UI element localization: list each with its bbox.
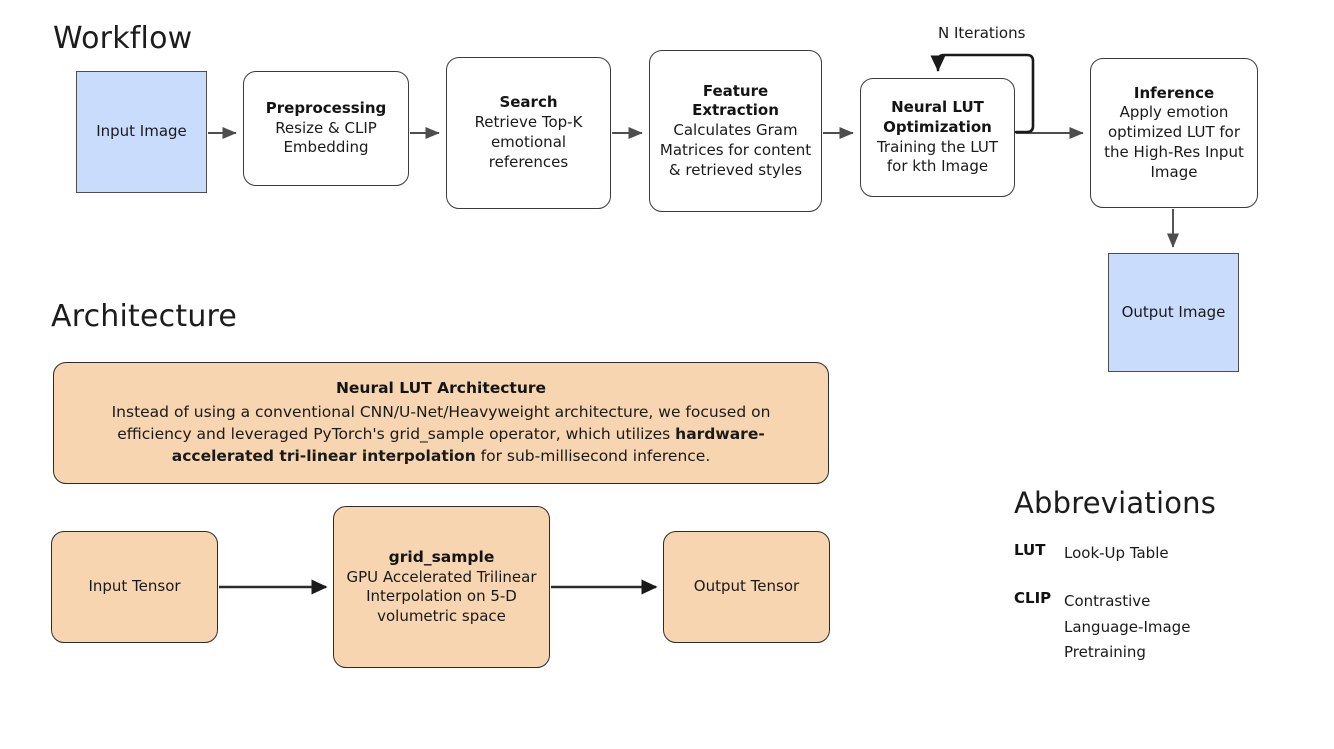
node-grid-sample-body: GPU Accelerated Trilinear Interpolation … [346,567,537,626]
node-output-image-label: Output Image [1121,302,1226,321]
node-feature-extraction-body: Calculates Gram Matrices for content & r… [659,121,812,179]
abbreviations-section-title: Abbreviations [1014,486,1217,520]
node-input-image-label: Input Image [96,122,187,141]
node-grid-sample: grid_sample GPU Accelerated Trilinear In… [333,506,550,668]
node-preprocessing-body: Resize & CLIP Embedding [275,118,377,157]
architecture-text-part-2: for sub-millisecond inference. [475,447,711,466]
architecture-description-text: Instead of using a conventional CNN/U-Ne… [74,401,808,468]
loop-iterations-label: N Iterations [938,24,1026,42]
node-search: Search Retrieve Top-K emotional referenc… [446,57,611,209]
node-input-image: Input Image [76,71,207,193]
abbreviation-definition-clip: Contrastive Language-Image Pretraining [1064,591,1191,662]
node-feature-extraction-title: Feature Extraction [692,81,779,120]
node-inference-title: Inference [1133,83,1215,102]
node-preprocessing-title: Preprocessing [265,98,387,117]
node-neural-lut-optimization-title: Neural LUT Optimization [883,97,992,136]
abbreviation-item-clip: CLIP Contrastive Language-Image Pretrain… [1014,589,1304,666]
node-inference: Inference Apply emotion optimized LUT fo… [1090,58,1258,208]
node-output-image: Output Image [1108,253,1239,372]
node-neural-lut-optimization: Neural LUT Optimization Training the LUT… [860,78,1015,197]
node-input-tensor-label: Input Tensor [88,577,181,596]
architecture-text-part-1: Instead of using a conventional CNN/U-Ne… [111,402,771,444]
node-neural-lut-architecture-description: Neural LUT Architecture Instead of using… [53,362,829,484]
node-search-title: Search [499,93,558,112]
abbreviations-list: LUT Look-Up Table CLIP Contrastive Langu… [1014,541,1304,688]
workflow-section-title: Workflow [53,21,193,56]
node-input-tensor: Input Tensor [51,531,218,643]
node-inference-body: Apply emotion optimized LUT for the High… [1104,103,1244,181]
abbreviation-item-lut: LUT Look-Up Table [1014,541,1304,567]
architecture-text-bold: hardware-accelerated tri-linear interpol… [171,425,765,466]
node-grid-sample-title: grid_sample [388,548,495,567]
node-neural-lut-optimization-body: Training the LUT for kth Image [876,137,999,176]
node-feature-extraction: Feature Extraction Calculates Gram Matri… [649,50,822,212]
node-output-tensor: Output Tensor [663,531,830,643]
abbreviation-term-lut: LUT [1014,541,1046,559]
node-search-body: Retrieve Top-K emotional references [474,113,583,171]
node-preprocessing: Preprocessing Resize & CLIP Embedding [243,71,409,186]
node-output-tensor-label: Output Tensor [693,577,800,596]
architecture-section-title: Architecture [51,299,238,334]
abbreviation-definition-lut: Look-Up Table [1064,544,1169,562]
architecture-description-title: Neural LUT Architecture [335,379,547,398]
abbreviation-term-clip: CLIP [1014,588,1052,607]
